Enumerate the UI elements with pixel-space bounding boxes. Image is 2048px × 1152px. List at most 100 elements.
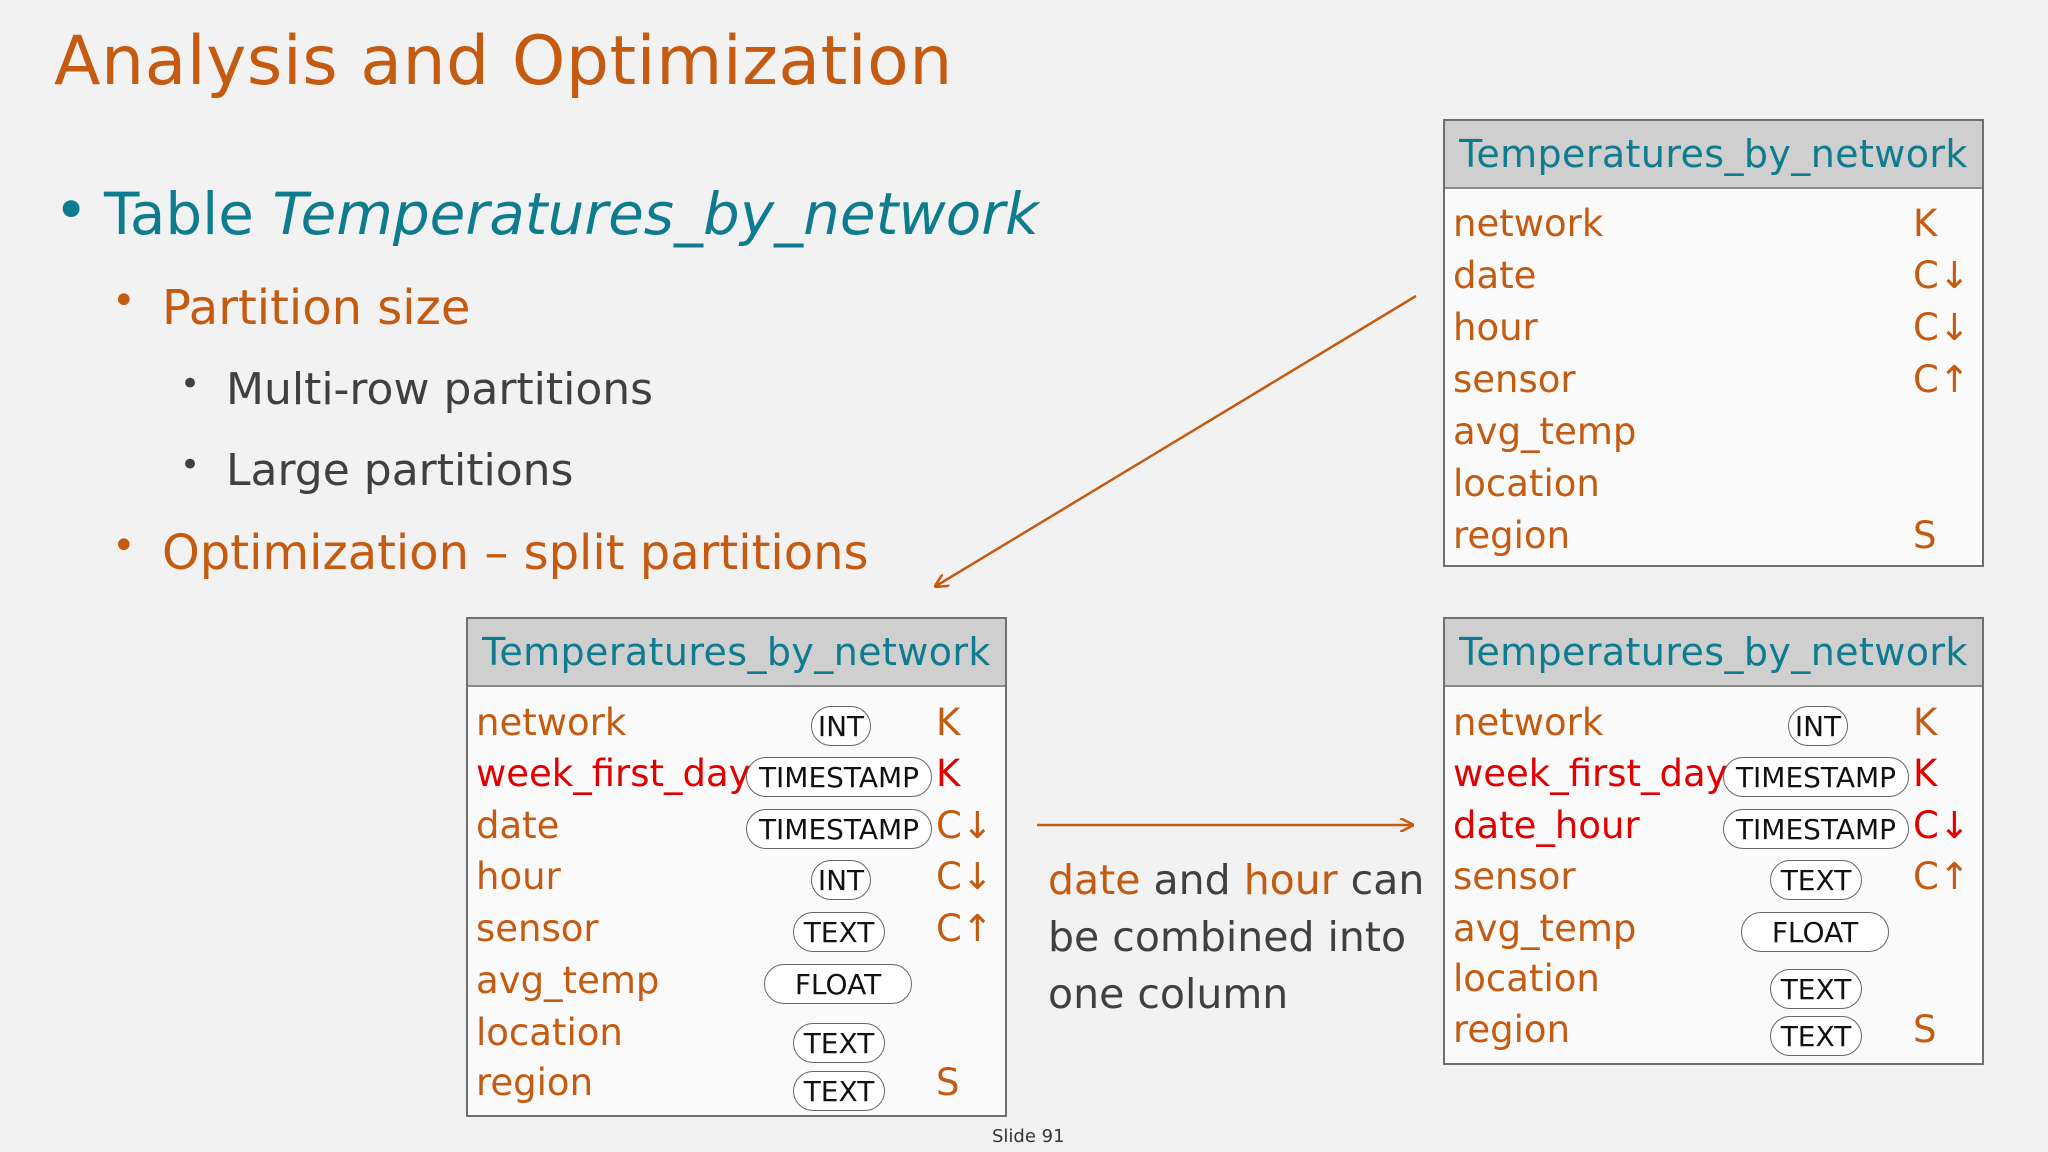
table-row: location TEXT bbox=[1445, 953, 1982, 1009]
field-type-pill: TEXT bbox=[793, 1023, 885, 1063]
field-name: avg_temp bbox=[476, 959, 660, 1002]
bullet-dot: • bbox=[180, 445, 201, 485]
field-name: region bbox=[1453, 514, 1571, 557]
field-key: C↓ bbox=[1913, 254, 1970, 297]
bullet-optimization-text: Optimization – split partitions bbox=[162, 525, 869, 581]
table-row: location bbox=[1445, 458, 1982, 510]
table-row: network INT K bbox=[468, 697, 1005, 749]
table-original-header: Temperatures_by_network bbox=[1445, 121, 1982, 189]
bullet-multi-row-text: Multi-row partitions bbox=[226, 364, 654, 415]
field-type-pill: TIMESTAMP bbox=[746, 757, 932, 797]
table-row: date_hour TIMESTAMP C↓ bbox=[1445, 800, 1982, 852]
field-type-pill: TEXT bbox=[793, 912, 885, 952]
combine-note: date and hour can be combined into one c… bbox=[1048, 852, 1424, 1023]
field-key: S bbox=[1913, 1008, 1937, 1051]
field-type-pill: TEXT bbox=[1770, 969, 1862, 1009]
field-name: region bbox=[1453, 1008, 1571, 1051]
field-name: avg_temp bbox=[1453, 410, 1637, 453]
field-key: S bbox=[1913, 514, 1937, 557]
field-name: region bbox=[476, 1061, 594, 1104]
note-date: date bbox=[1048, 856, 1141, 904]
table-row: location TEXT bbox=[468, 1007, 1005, 1063]
bullet-table-prefix: Table bbox=[104, 180, 254, 248]
table-row: region TEXT S bbox=[1445, 1004, 1982, 1056]
table-split: Temperatures_by_network network INT K we… bbox=[466, 617, 1007, 1117]
table-row: sensor TEXT C↑ bbox=[1445, 851, 1982, 903]
field-type-pill: TIMESTAMP bbox=[746, 809, 932, 849]
field-type-pill: TEXT bbox=[793, 1071, 885, 1111]
table-row: sensor C↑ bbox=[1445, 354, 1982, 406]
field-type-pill: FLOAT bbox=[764, 964, 912, 1004]
bullet-dot: • bbox=[180, 364, 201, 404]
note-hour: hour bbox=[1243, 856, 1338, 904]
table-row: network K bbox=[1445, 198, 1982, 250]
table-row: avg_temp FLOAT bbox=[468, 955, 1005, 1007]
note-and: and bbox=[1153, 856, 1231, 904]
field-name: network bbox=[1453, 202, 1604, 245]
field-name: network bbox=[476, 701, 627, 744]
field-key: C↑ bbox=[936, 907, 993, 950]
bullet-dot: • bbox=[112, 523, 136, 569]
field-key: K bbox=[936, 752, 961, 795]
table-row: hour INT C↓ bbox=[468, 851, 1005, 903]
field-type-pill: INT bbox=[1788, 706, 1848, 746]
table-row: network INT K bbox=[1445, 697, 1982, 749]
field-name: date bbox=[476, 804, 560, 847]
note-can: can bbox=[1350, 856, 1425, 904]
field-key: C↓ bbox=[1913, 804, 1970, 847]
field-type-pill: TEXT bbox=[1770, 860, 1862, 900]
field-key: C↓ bbox=[1913, 306, 1970, 349]
field-type-pill: TIMESTAMP bbox=[1723, 757, 1909, 797]
slide-title: Analysis and Optimization bbox=[54, 22, 953, 101]
field-name: network bbox=[1453, 701, 1604, 744]
bullet-table-name: Temperatures_by_network bbox=[272, 180, 1039, 248]
bullet-dot: • bbox=[112, 278, 136, 324]
combine-note-line3: one column bbox=[1048, 970, 1289, 1018]
table-row: date TIMESTAMP C↓ bbox=[468, 800, 1005, 852]
field-key: C↑ bbox=[1913, 855, 1970, 898]
table-row: week_first_day TIMESTAMP K bbox=[468, 748, 1005, 800]
field-type-pill: INT bbox=[811, 860, 871, 900]
field-name: location bbox=[1453, 462, 1600, 505]
field-name: date bbox=[1453, 254, 1537, 297]
table-row: avg_temp FLOAT bbox=[1445, 903, 1982, 955]
field-type-pill: FLOAT bbox=[1741, 912, 1889, 952]
field-name: week_first_day bbox=[476, 752, 751, 795]
field-key: C↓ bbox=[936, 855, 993, 898]
split-arrow bbox=[936, 294, 1417, 586]
table-row: week_first_day TIMESTAMP K bbox=[1445, 748, 1982, 800]
slide-number: Slide 91 bbox=[992, 1126, 1065, 1147]
field-key: K bbox=[1913, 701, 1938, 744]
bullet-dot: • bbox=[54, 176, 89, 244]
field-name: avg_temp bbox=[1453, 907, 1637, 950]
field-name: date_hour bbox=[1453, 804, 1640, 847]
table-split-header: Temperatures_by_network bbox=[468, 619, 1005, 687]
field-key: S bbox=[936, 1061, 960, 1104]
table-row: region TEXT S bbox=[468, 1057, 1005, 1111]
field-name: sensor bbox=[1453, 855, 1576, 898]
field-name: sensor bbox=[1453, 358, 1576, 401]
table-row: date C↓ bbox=[1445, 250, 1982, 302]
field-key: C↓ bbox=[936, 804, 993, 847]
field-key: K bbox=[1913, 202, 1938, 245]
bullet-large-text: Large partitions bbox=[226, 445, 574, 496]
combine-note-line1: date and hour can bbox=[1048, 852, 1424, 909]
table-combined-header: Temperatures_by_network bbox=[1445, 619, 1982, 687]
table-row: avg_temp bbox=[1445, 406, 1982, 458]
field-name: location bbox=[476, 1011, 623, 1054]
field-name: sensor bbox=[476, 907, 599, 950]
field-name: location bbox=[1453, 957, 1600, 1000]
table-original: Temperatures_by_network network K date C… bbox=[1443, 119, 1984, 567]
field-type-pill: TEXT bbox=[1770, 1016, 1862, 1056]
field-key: C↑ bbox=[1913, 358, 1970, 401]
field-name: hour bbox=[476, 855, 561, 898]
table-row: region S bbox=[1445, 510, 1982, 562]
field-type-pill: TIMESTAMP bbox=[1723, 809, 1909, 849]
table-row: sensor TEXT C↑ bbox=[468, 903, 1005, 955]
field-type-pill: INT bbox=[811, 706, 871, 746]
table-combined: Temperatures_by_network network INT K we… bbox=[1443, 617, 1984, 1065]
table-row: hour C↓ bbox=[1445, 302, 1982, 354]
bullet-partition-size-text: Partition size bbox=[162, 280, 471, 336]
field-key: K bbox=[936, 701, 961, 744]
